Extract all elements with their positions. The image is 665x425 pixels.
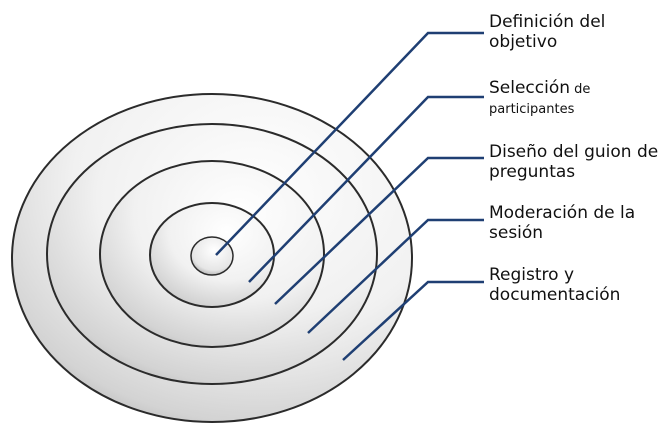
- layer-label-line: objetivo: [489, 32, 558, 52]
- layer-label-definicion-objetivo: Definición del objetivo: [489, 12, 605, 52]
- layer-label-line: Moderación de la: [489, 203, 636, 223]
- layer-label-line: Selección de: [489, 78, 590, 100]
- leader-line-2: [248, 95, 484, 283]
- layer-label-seleccion-participantes: Selección de participantes: [489, 78, 590, 120]
- layer-label-line: Definición del: [489, 12, 606, 32]
- layer-label-line: Diseño del guion de: [489, 142, 659, 162]
- leader-line-1: [215, 31, 484, 256]
- layer-label-line: Registro y: [489, 265, 575, 285]
- layer-label-moderacion-sesion: Moderación de la sesión: [489, 203, 635, 243]
- layer-label-line-main: Selección: [489, 78, 571, 98]
- layer-label-line: preguntas: [489, 162, 576, 182]
- leader-line-5: [342, 280, 484, 361]
- layer-label-line: sesión: [489, 223, 544, 243]
- layer-label-line: documentación: [489, 285, 621, 305]
- leader-line-4: [307, 218, 484, 334]
- leader-line-3: [274, 156, 484, 305]
- layer-label-registro-documentacion: Registro y documentación: [489, 265, 620, 305]
- layer-label-line: participantes: [489, 102, 575, 117]
- layer-label-diseno-guion: Diseño del guion de preguntas: [489, 142, 658, 182]
- layer-label-line-small: de: [570, 82, 591, 97]
